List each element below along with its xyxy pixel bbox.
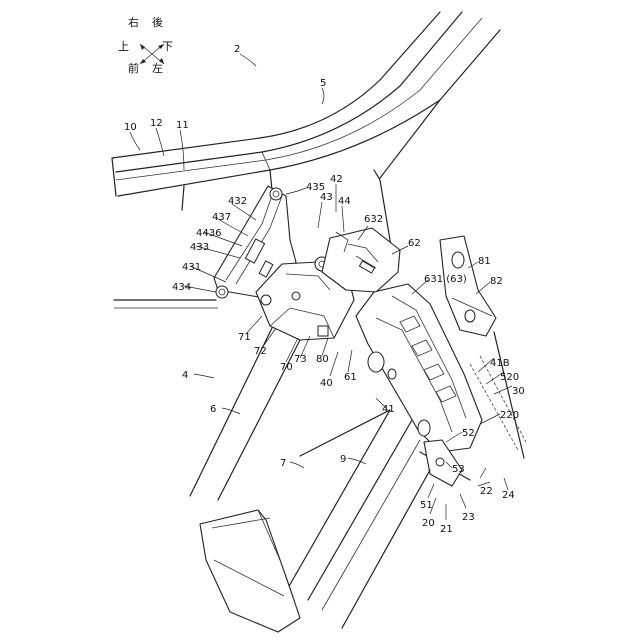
floor-structure (288, 410, 430, 628)
label-632: 632 (364, 214, 383, 225)
label-433: 433 (190, 242, 209, 253)
label-22: 22 (480, 486, 493, 497)
label-431: 431 (182, 262, 201, 273)
label-4: 4 (182, 370, 188, 381)
side-panel (114, 300, 300, 500)
label-73: 73 (294, 354, 307, 365)
label-71: 71 (238, 332, 251, 343)
label-41B: 41B (490, 358, 510, 369)
label-4436: 4436 (196, 228, 221, 239)
outer-flange (440, 236, 496, 336)
label-81: 81 (478, 256, 491, 267)
label-62: 62 (408, 238, 421, 249)
label-437: 437 (212, 212, 231, 223)
label-5: 5 (320, 78, 326, 89)
orient-left: 左 (152, 62, 163, 75)
orient-down: 下 (162, 40, 173, 53)
label-51: 51 (420, 500, 433, 511)
label-70: 70 (280, 362, 293, 373)
orient-right: 右 (128, 15, 139, 29)
label-80: 80 (316, 354, 329, 365)
label-23: 23 (462, 512, 475, 523)
label-44: 44 (338, 196, 351, 207)
label-2: 2 (234, 44, 240, 55)
label-24: 24 (502, 490, 515, 501)
label-53: 53 (452, 464, 465, 475)
label-7: 7 (280, 458, 286, 469)
label-41: 41 (382, 404, 395, 415)
label-20: 20 (422, 518, 435, 529)
label-11: 11 (176, 120, 189, 131)
label-21: 21 (440, 524, 453, 535)
lower-box-section (200, 510, 300, 632)
label-10: 10 (124, 122, 137, 133)
label-520: 520 (500, 372, 519, 383)
orientation-compass: 右 後 上 下 前 左 (118, 15, 173, 75)
orient-rear: 後 (152, 15, 163, 29)
orient-up: 上 (118, 40, 129, 53)
label-12: 12 (150, 118, 163, 129)
label-72: 72 (254, 346, 267, 357)
label-6: 6 (210, 404, 216, 415)
label-9: 9 (340, 454, 346, 465)
label-434: 434 (172, 282, 191, 293)
orient-front: 前 (128, 61, 139, 75)
label-42: 42 (330, 174, 343, 185)
label-40: 40 (320, 378, 333, 389)
label-82: 82 (490, 276, 503, 287)
label-30: 30 (512, 386, 525, 397)
label-220: 220 (500, 410, 519, 421)
label-432: 432 (228, 196, 247, 207)
label-52: 52 (462, 428, 475, 439)
label-631-63: 631 (63) (424, 274, 467, 285)
label-43: 43 (320, 192, 333, 203)
label-61: 61 (344, 372, 357, 383)
